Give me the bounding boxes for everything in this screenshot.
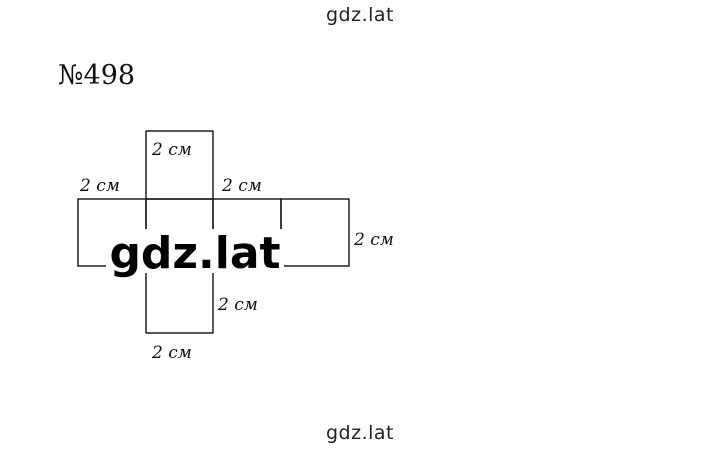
watermark-top: gdz.lat [325,4,394,26]
label-top-square: 2 см [151,140,192,160]
watermark-bottom: gdz.lat [325,422,394,444]
label-left-square: 2 см [79,176,120,196]
label-bottom-square: 2 см [151,343,192,363]
problem-number: №498 [58,60,136,91]
net-square-right [280,198,350,267]
label-top-right: 2 см [221,176,262,196]
label-lower-right: 2 см [217,295,258,315]
label-right-square: 2 см [353,230,394,250]
watermark-center: gdz.lat [109,228,280,279]
watermark-backdrop [106,229,284,273]
